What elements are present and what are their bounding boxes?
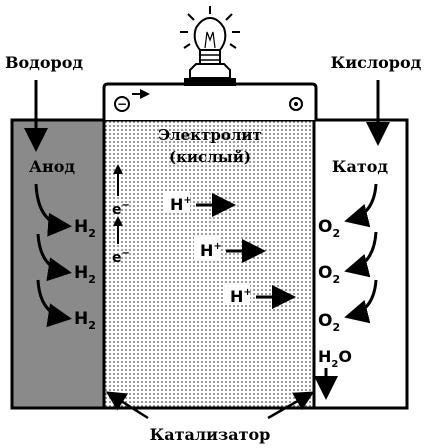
anode-species: H2 <box>74 217 96 240</box>
catalyst-label: Катализатор <box>150 425 271 444</box>
positive-terminal <box>289 97 303 111</box>
catalyst-pointer-anode <box>105 391 149 420</box>
cathode-flow-arrow <box>344 183 378 228</box>
cathode-label: Катод <box>332 157 389 176</box>
negative-terminal: − <box>114 96 130 112</box>
catalyst-pointer-cathode <box>267 391 315 420</box>
external-circuit <box>102 82 318 120</box>
cathode-flow-arrow <box>344 231 378 278</box>
electrolyte-label: Электролит <box>158 126 262 144</box>
cathode-species-list: O2 O2 O2 <box>318 217 340 334</box>
anode-flow-arrow <box>36 233 72 282</box>
cathode-flow-arrow <box>344 279 378 324</box>
anode-species-list: H2 H2 H2 <box>74 217 96 332</box>
negative-terminal-symbol: − <box>117 97 127 111</box>
hydrogen-inlet-label: Водород <box>5 53 83 72</box>
electrolyte-type-label: (кислый) <box>169 148 251 166</box>
cathode-species: O2 <box>318 217 340 240</box>
oxygen-inlet-label: Кислород <box>331 53 422 72</box>
product-water-label: H2O <box>318 347 352 370</box>
anode-species: H2 <box>74 309 96 332</box>
anode-flow-arrow <box>36 279 72 328</box>
light-bulb-icon <box>180 6 240 86</box>
proton-flow: H+ H+ H+ <box>164 191 296 309</box>
anode-flow-arrow <box>34 183 72 237</box>
anode-species: H2 <box>74 263 96 286</box>
cathode-species: O2 <box>318 311 340 334</box>
anode-label: Анод <box>29 157 75 176</box>
cathode-species: O2 <box>318 263 340 286</box>
